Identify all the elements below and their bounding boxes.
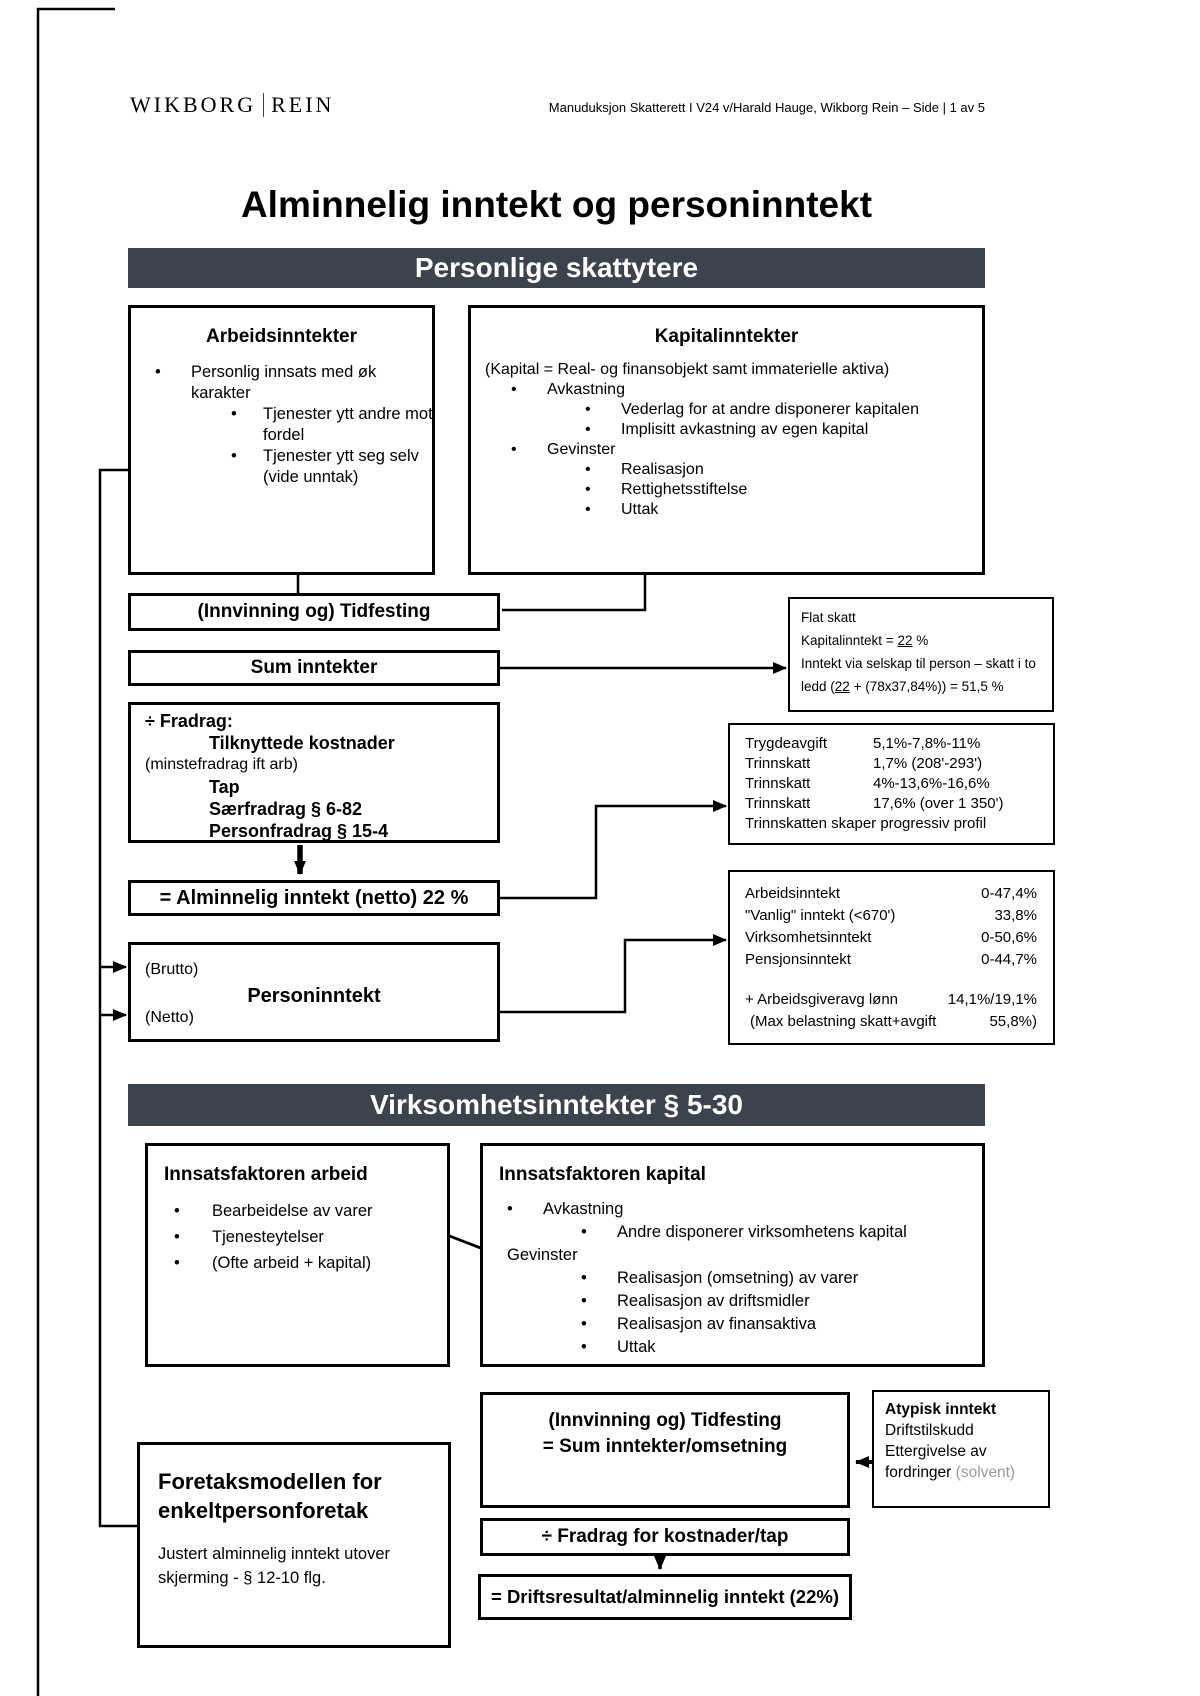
personinntekt-title: Personinntekt	[247, 985, 381, 1007]
kapitalinntekter-box: Kapitalinntekter (Kapital = Real- og fin…	[468, 305, 985, 575]
tidfesting2-line1: (Innvinning og) Tidfesting	[548, 1410, 782, 1431]
flat-skatt-line: Flat skatt	[801, 610, 856, 625]
innsatsfaktoren-arbeid-box: Innsatsfaktoren arbeid Bearbeidelse av v…	[145, 1143, 450, 1367]
atypisk-title: Atypisk inntekt	[885, 1401, 997, 1418]
list-item: Tjenesteytelser	[174, 1224, 447, 1250]
list-item: Implisitt avkastning av egen kapital	[585, 420, 982, 440]
wikborg-rein-logo: WIKBORG REIN	[130, 92, 334, 118]
sum-inntekter-box: Sum inntekter	[128, 650, 500, 686]
list-item: Realisasjon	[585, 460, 982, 480]
list-item: Gevinster	[511, 440, 982, 460]
tidfesting2-line2: = Sum inntekter/omsetning	[542, 1436, 788, 1457]
kapitalinntekter-title: Kapitalinntekter	[654, 326, 799, 347]
list-item: Tjenester ytt seg selv (vide unntak)	[231, 446, 448, 488]
brutto-label: (Brutto)	[145, 961, 199, 978]
list-item: Avkastning	[511, 380, 982, 400]
kapital-definition: (Kapital = Real- og finansobjekt samt im…	[485, 361, 890, 378]
tidfesting-sum-box: (Innvinning og) Tidfesting = Sum inntekt…	[480, 1392, 850, 1508]
trinnskatt-footer: Trinnskatten skaper progressiv profil	[745, 815, 987, 832]
list-item: Uttak	[585, 500, 982, 520]
section-banner-virksomhetsinntekter: Virksomhetsinntekter § 5-30	[128, 1084, 985, 1126]
flat-skatt-box: Flat skatt Kapitalinntekt = 22 % Inntekt…	[788, 597, 1054, 712]
list-item: Bearbeidelse av varer	[174, 1198, 447, 1224]
foretaksmodellen-title-line2: enkeltpersonforetak	[158, 1498, 369, 1523]
alminnelig-inntekt-box: = Alminnelig inntekt (netto) 22 %	[128, 880, 500, 916]
list-item: Realisasjon (omsetning) av varer	[581, 1267, 982, 1290]
foretaksmodellen-title-line1: Foretaksmodellen for	[158, 1469, 382, 1494]
fradrag-kostnader-box: ÷ Fradrag for kostnader/tap	[480, 1518, 850, 1556]
list-item: Uttak	[581, 1336, 982, 1359]
personinntekt-box: (Brutto) Personinntekt (Netto)	[128, 942, 500, 1042]
fradrag-item: Tilknyttede kostnader	[209, 733, 395, 753]
flat-skatt-line: Kapitalinntekt = 22 %	[801, 633, 929, 648]
logo-divider	[263, 93, 265, 117]
atypisk-line: Driftstilskudd	[885, 1422, 974, 1439]
rate-row: "Vanlig" inntekt (<670')33,8%	[745, 907, 1037, 924]
atypisk-line: Ettergivelse av	[885, 1443, 987, 1460]
fradrag-box: ÷ Fradrag: Tilknyttede kostnader (minste…	[128, 702, 500, 843]
driftsresultat-box: = Driftsresultat/alminnelig inntekt (22%…	[478, 1574, 852, 1620]
list-item: Vederlag for at andre disponerer kapital…	[585, 400, 982, 420]
logo-text-left: WIKBORG	[130, 92, 257, 117]
flat-skatt-line: Inntekt via selskap til person – skatt i…	[801, 656, 1036, 671]
fradrag-item: Tap	[209, 777, 240, 797]
list-item: Realisasjon av finansaktiva	[581, 1313, 982, 1336]
foretaksmodellen-body-line1: Justert alminnelig inntekt utover	[158, 1545, 391, 1563]
list-item: Rettighetsstiftelse	[585, 480, 982, 500]
list-item: Avkastning	[507, 1198, 982, 1221]
page-title: Alminnelig inntekt og personinntekt	[240, 184, 873, 225]
flat-skatt-line: ledd (22 + (78x37,84%)) = 51,5 %	[801, 679, 1004, 694]
innsatsfaktoren-kapital-title: Innsatsfaktoren kapital	[499, 1164, 706, 1185]
foretaksmodellen-body-line2: skjerming - § 12-10 flg.	[158, 1569, 326, 1587]
list-item: Personlig innsats med øk karakter	[155, 362, 406, 404]
list-item: Gevinster	[507, 1246, 578, 1264]
section-banner-personlige-skattytere: Personlige skattytere	[128, 248, 985, 288]
atypisk-line: fordringer (solvent)	[885, 1464, 1016, 1481]
foretaksmodellen-box: Foretaksmodellen for enkeltpersonforetak…	[137, 1442, 451, 1648]
fradrag-title: ÷ Fradrag:	[145, 711, 233, 731]
fradrag-note: (minstefradrag ift arb)	[145, 756, 298, 773]
logo-text-right: REIN	[271, 92, 335, 117]
arbeidsinntekter-title: Arbeidsinntekter	[206, 326, 357, 347]
innsatsfaktoren-arbeid-title: Innsatsfaktoren arbeid	[164, 1164, 368, 1185]
list-item: Realisasjon av driftsmidler	[581, 1290, 982, 1313]
innsatsfaktoren-kapital-box: Innsatsfaktoren kapital Avkastning Andre…	[480, 1143, 985, 1367]
tidfesting-box: (Innvinning og) Tidfesting	[128, 593, 500, 631]
list-item: (Ofte arbeid + kapital)	[174, 1250, 447, 1276]
arbeidsinntekter-box: Arbeidsinntekter Personlig innsats med ø…	[128, 305, 435, 575]
fradrag-item: Personfradrag § 15-4	[209, 821, 389, 841]
page-edge-line	[36, 7, 115, 1696]
netto-label: (Netto)	[145, 1009, 194, 1026]
list-item: Tjenester ytt andre mot fordel	[231, 404, 448, 446]
atypisk-inntekt-box: Atypisk inntekt Driftstilskudd Ettergive…	[872, 1390, 1050, 1508]
fradrag-item: Særfradrag § 6-82	[209, 799, 363, 819]
document-info: Manuduksjon Skatterett I V24 v/Harald Ha…	[548, 100, 985, 115]
list-item: Andre disponerer virksomhetens kapital	[581, 1221, 982, 1244]
